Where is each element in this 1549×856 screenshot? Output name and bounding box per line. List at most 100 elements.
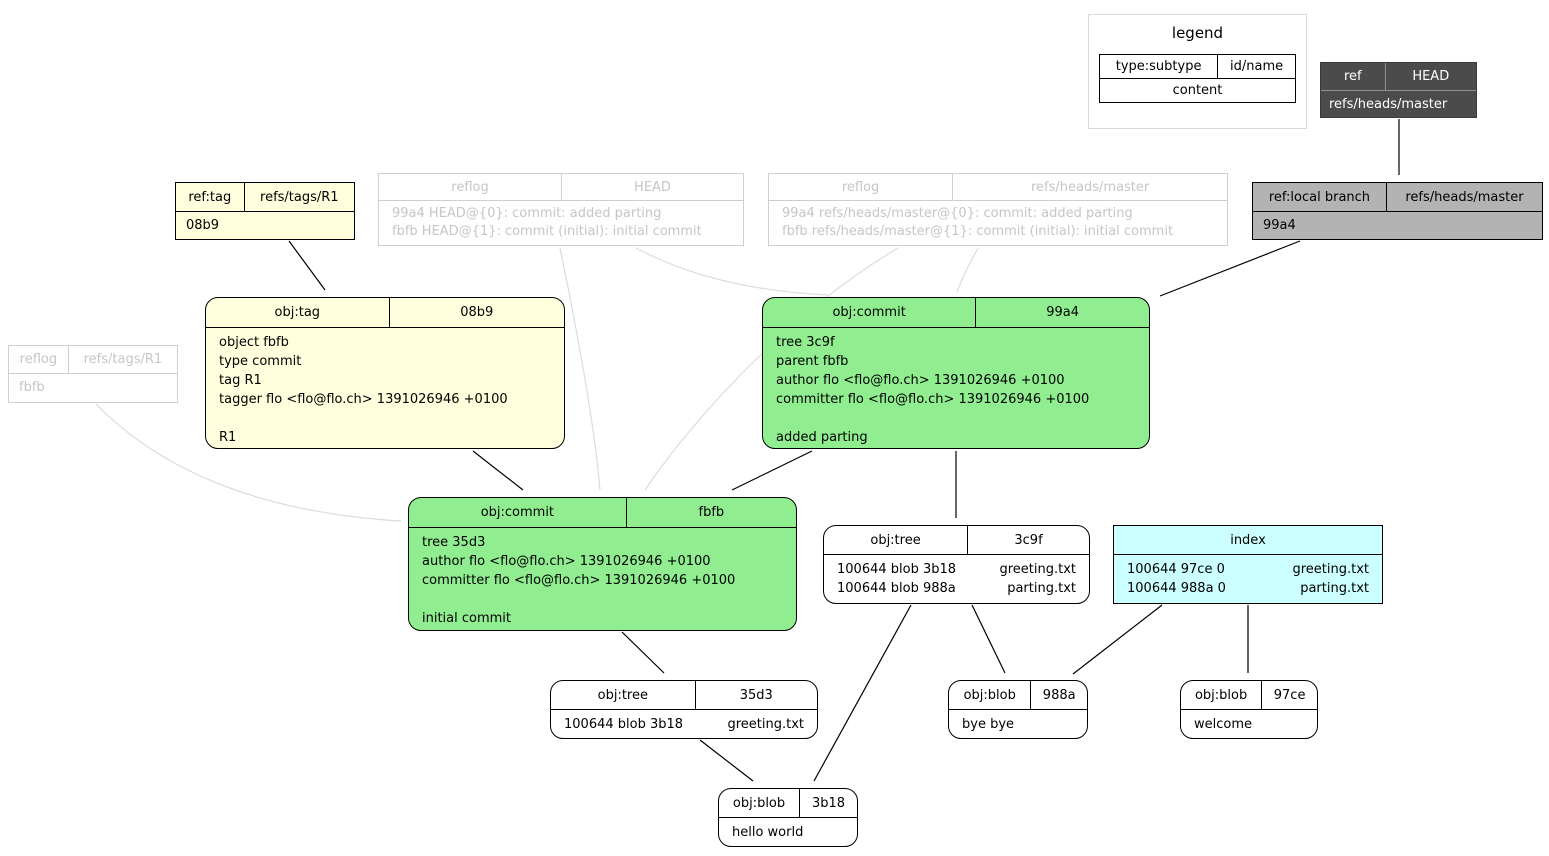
node-id-label: 988a xyxy=(1030,681,1087,709)
node-body: tree 35d3 author flo <flo@flo.ch> 139102… xyxy=(409,528,796,630)
index-entry-file: greeting.txt xyxy=(1292,562,1369,577)
content-line: type commit xyxy=(219,354,302,369)
node-body: tree 3c9f parent fbfb author flo <flo@fl… xyxy=(763,328,1149,448)
edge-obj-tag-to-commit-fbfb xyxy=(472,450,524,491)
node-id-label: refs/tags/R1 xyxy=(243,183,354,211)
edge-commit-fbfb-to-tree-35d3 xyxy=(621,631,665,674)
node-body: 100644 blob 3b18 greeting.txt xyxy=(551,710,817,738)
tree-entry-mode: 100644 blob 988a xyxy=(837,581,956,596)
tree-entry-mode: 100644 blob 3b18 xyxy=(564,717,684,732)
node-header: reflog HEAD xyxy=(379,174,743,201)
node-header: index xyxy=(1114,526,1382,555)
node-content: 99a4 xyxy=(1263,218,1296,233)
node-type-label: obj:commit xyxy=(480,505,555,520)
legend-content-cell: content xyxy=(1099,78,1296,103)
node-content: welcome xyxy=(1194,717,1253,732)
node-content: bye bye xyxy=(962,717,1015,732)
content-line: 99a4 HEAD@{0}: commit: added parting xyxy=(392,206,662,221)
edge-reflog-tag-to-commit-fbfb xyxy=(95,403,402,522)
node-content: refs/heads/master xyxy=(1329,97,1448,112)
node-type-label: reflog xyxy=(841,179,880,195)
node-reflog-master: reflog refs/heads/master 99a4 refs/heads… xyxy=(768,173,1228,246)
index-entry-mode: 100644 988a 0 xyxy=(1127,581,1226,596)
node-type-label: obj:blob xyxy=(732,795,786,811)
node-obj-tree-35d3: obj:tree 35d3 100644 blob 3b18 greeting.… xyxy=(550,680,818,739)
tree-entry-file: greeting.txt xyxy=(727,717,804,732)
node-obj-commit-fbfb: obj:commit fbfb tree 35d3 author flo <fl… xyxy=(408,497,797,631)
edge-tree-35d3-to-blob-3b18 xyxy=(699,739,754,782)
tree-entry: 100644 blob 3b18 greeting.txt xyxy=(564,715,804,734)
node-header: ref:tag refs/tags/R1 xyxy=(176,183,354,212)
node-type-label: ref:tag xyxy=(188,189,232,205)
node-header: obj:commit 99a4 xyxy=(763,298,1149,328)
edge-reflog-master-to-commit-99a4 xyxy=(956,247,979,293)
node-type-label: obj:tag xyxy=(274,305,321,320)
tree-entry-mode: 100644 blob 3b18 xyxy=(837,562,957,577)
node-obj-tree-3c9f: obj:tree 3c9f 100644 blob 3b18 greeting.… xyxy=(823,525,1090,604)
node-id-label: 3c9f xyxy=(967,526,1089,554)
node-type-label: obj:blob xyxy=(1194,687,1248,703)
node-header: ref HEAD xyxy=(1321,63,1476,91)
legend-table: type:subtype id/name content xyxy=(1099,54,1296,103)
tree-entry-file: parting.txt xyxy=(1007,581,1076,596)
legend-id-cell: id/name xyxy=(1217,54,1296,79)
node-type-label: obj:blob xyxy=(963,687,1016,703)
content-line: tree 35d3 xyxy=(422,535,486,550)
tree-entry: 100644 blob 3b18 greeting.txt xyxy=(837,560,1076,579)
legend-type-cell: type:subtype xyxy=(1099,54,1219,79)
edge-reflog-head-to-commit-99a4 xyxy=(635,247,829,296)
node-type-label: reflog xyxy=(451,179,489,195)
tree-entry: 100644 blob 988a parting.txt xyxy=(837,579,1076,598)
content-line: tree 3c9f xyxy=(776,335,835,350)
content-line: author flo <flo@flo.ch> 1391026946 +0100 xyxy=(422,554,711,569)
node-header: obj:tree 3c9f xyxy=(824,526,1089,555)
node-header: reflog refs/tags/R1 xyxy=(9,346,177,374)
node-obj-tag-08b9: obj:tag 08b9 object fbfb type commit tag… xyxy=(205,297,565,449)
node-id-label: 97ce xyxy=(1261,681,1317,709)
node-ref-local-branch: ref:local branch refs/heads/master 99a4 xyxy=(1252,182,1543,240)
node-id-label: fbfb xyxy=(625,498,796,527)
node-body: 100644 blob 3b18 greeting.txt 100644 blo… xyxy=(824,555,1089,603)
content-line: added parting xyxy=(776,430,868,445)
node-body: 100644 97ce 0 greeting.txt 100644 988a 0… xyxy=(1114,555,1382,603)
content-line xyxy=(219,409,551,428)
node-header: obj:blob 97ce xyxy=(1181,681,1317,710)
node-type-label: ref xyxy=(1343,69,1362,84)
node-id-label: 99a4 xyxy=(975,298,1149,327)
content-line: object fbfb xyxy=(219,335,289,350)
node-content: fbfb xyxy=(19,380,45,395)
node-body: 99a4 HEAD@{0}: commit: added parting fbf… xyxy=(379,201,743,246)
node-header: reflog refs/heads/master xyxy=(769,174,1227,201)
node-type-label: obj:commit xyxy=(832,305,906,320)
content-line xyxy=(776,409,1136,428)
content-line: 99a4 refs/heads/master@{0}: commit: adde… xyxy=(782,206,1133,221)
node-reflog-head: reflog HEAD 99a4 HEAD@{0}: commit: added… xyxy=(378,173,744,246)
node-header: obj:tree 35d3 xyxy=(551,681,817,710)
node-type-label: obj:tree xyxy=(597,687,648,703)
node-header: obj:tag 08b9 xyxy=(206,298,564,328)
node-type-label: index xyxy=(1230,532,1266,548)
content-line: committer flo <flo@flo.ch> 1391026946 +0… xyxy=(776,392,1090,407)
node-id-label: refs/tags/R1 xyxy=(67,346,177,373)
content-line: fbfb HEAD@{1}: commit (initial): initial… xyxy=(392,224,702,239)
node-type-label: reflog xyxy=(19,352,58,367)
content-line xyxy=(422,590,783,609)
node-obj-blob-3b18: obj:blob 3b18 hello world xyxy=(718,788,858,847)
legend-title: legend xyxy=(1171,24,1224,42)
node-index: index 100644 97ce 0 greeting.txt 100644 … xyxy=(1113,525,1383,604)
node-obj-commit-99a4: obj:commit 99a4 tree 3c9f parent fbfb au… xyxy=(762,297,1150,449)
node-content: 08b9 xyxy=(186,218,220,233)
edge-reflog-head-to-commit-fbfb xyxy=(559,247,601,491)
node-type-label: obj:tree xyxy=(870,532,921,548)
edge-reflog-master-to-commit-fbfb xyxy=(644,247,899,491)
node-ref-tag-r1: ref:tag refs/tags/R1 08b9 xyxy=(175,182,355,240)
node-body: object fbfb type commit tag R1 tagger fl… xyxy=(206,328,564,448)
node-id-label: refs/heads/master xyxy=(1385,183,1542,211)
index-entry: 100644 97ce 0 greeting.txt xyxy=(1127,560,1369,579)
edge-ref-tag-to-obj-tag xyxy=(288,240,326,291)
node-type-label: ref:local branch xyxy=(1268,189,1371,205)
edge-commit-99a4-to-commit-fbfb xyxy=(731,450,813,491)
node-id-label: 35d3 xyxy=(694,681,817,709)
content-line: tag R1 xyxy=(219,373,262,388)
